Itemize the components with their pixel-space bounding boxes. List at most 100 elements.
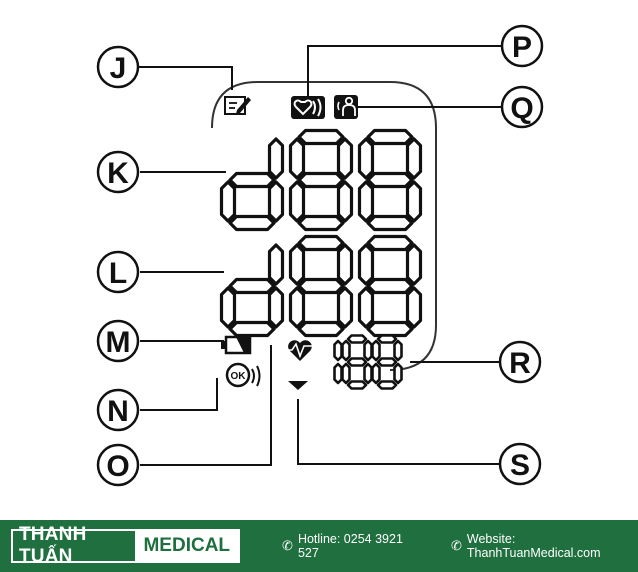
callout-label: O bbox=[106, 450, 129, 483]
segment-d bbox=[366, 214, 414, 232]
segment-d bbox=[346, 380, 368, 390]
segment-a bbox=[376, 334, 398, 344]
leader-j bbox=[138, 66, 233, 90]
digit bbox=[219, 137, 285, 232]
callout-label: P bbox=[512, 31, 532, 64]
website-text: Website: ThanhTuanMedical.com bbox=[466, 532, 601, 560]
segment-g bbox=[297, 277, 345, 295]
pulse-heart-icon bbox=[284, 340, 316, 361]
digit bbox=[371, 334, 403, 390]
segment-c bbox=[336, 286, 354, 329]
memo-icon bbox=[224, 96, 251, 115]
digit bbox=[333, 339, 343, 385]
segment-c bbox=[405, 180, 423, 223]
digit bbox=[357, 128, 423, 232]
segment-b bbox=[393, 339, 403, 362]
digit bbox=[357, 234, 423, 338]
cuff-wrap-ok-icon: OK bbox=[225, 362, 261, 388]
segment-e bbox=[357, 180, 375, 223]
brand-name: THANH TUẤN bbox=[13, 524, 136, 567]
segment-f bbox=[288, 137, 306, 180]
callout-label: R bbox=[509, 347, 531, 380]
segment-g bbox=[228, 171, 276, 189]
segment-g bbox=[346, 357, 368, 367]
segment-a bbox=[366, 128, 414, 146]
segment-f bbox=[371, 339, 381, 362]
lcd-diagram: J K L M N O P Q R S bbox=[96, 24, 544, 487]
segment-b bbox=[405, 137, 423, 180]
segment-e bbox=[341, 362, 351, 385]
phone-icon: ✆ bbox=[282, 538, 293, 553]
segment-d bbox=[376, 380, 398, 390]
systolic-display bbox=[219, 128, 423, 232]
irregular-heartbeat-icon bbox=[291, 96, 325, 119]
segment-c bbox=[267, 286, 285, 329]
diastolic-display bbox=[219, 234, 423, 338]
segment-e bbox=[288, 180, 306, 223]
segment-a bbox=[346, 334, 368, 344]
segment-b bbox=[336, 137, 354, 180]
segment-d bbox=[228, 214, 276, 232]
callout-label: L bbox=[109, 257, 127, 290]
segment-d bbox=[297, 214, 345, 232]
callout-label: S bbox=[510, 449, 530, 482]
callout-r: R bbox=[498, 340, 542, 384]
segment-g bbox=[376, 357, 398, 367]
segment-e bbox=[219, 180, 237, 223]
segment-c bbox=[267, 180, 285, 223]
hotline-text: Hotline: 0254 3921 527 bbox=[297, 532, 403, 560]
callout-label: Q bbox=[510, 92, 533, 125]
callout-l: L bbox=[96, 250, 140, 294]
body-movement-icon bbox=[334, 95, 358, 119]
segment-g bbox=[228, 277, 276, 295]
segment-b bbox=[336, 243, 354, 286]
segment-b bbox=[267, 243, 285, 286]
level-marker-icon bbox=[288, 381, 308, 390]
segment-f bbox=[357, 243, 375, 286]
segment-b bbox=[333, 339, 343, 362]
digit bbox=[219, 243, 285, 338]
globe-icon: ✆ bbox=[451, 538, 462, 553]
segment-f bbox=[357, 137, 375, 180]
hotline-contact: ✆ Hotline: 0254 3921 527 bbox=[282, 532, 417, 560]
callout-label: N bbox=[107, 395, 129, 428]
segment-a bbox=[366, 234, 414, 252]
callout-label: M bbox=[106, 326, 131, 359]
lcd-panel-outline bbox=[211, 81, 437, 371]
callout-label: K bbox=[107, 157, 129, 190]
digit bbox=[341, 334, 373, 390]
segment-b bbox=[363, 339, 373, 362]
digit bbox=[288, 234, 354, 338]
website-contact: ✆ Website: ThanhTuanMedical.com bbox=[451, 532, 638, 560]
callout-label: J bbox=[110, 52, 127, 85]
footer-bar: THANH TUẤN MEDICAL ✆ Hotline: 0254 3921 … bbox=[0, 520, 638, 572]
digit bbox=[288, 128, 354, 232]
brand-suffix: MEDICAL bbox=[135, 531, 239, 561]
segment-e bbox=[219, 286, 237, 329]
segment-g bbox=[366, 277, 414, 295]
segment-a bbox=[297, 128, 345, 146]
segment-b bbox=[267, 137, 285, 180]
segment-e bbox=[288, 286, 306, 329]
callout-k: K bbox=[96, 150, 140, 194]
callout-m: M bbox=[96, 319, 140, 363]
segment-g bbox=[297, 171, 345, 189]
leader-p bbox=[307, 45, 508, 96]
segment-b bbox=[405, 243, 423, 286]
callout-p: P bbox=[500, 24, 544, 68]
segment-c bbox=[363, 362, 373, 385]
callout-s: S bbox=[498, 442, 542, 486]
segment-d bbox=[297, 320, 345, 338]
brand-logo: THANH TUẤN MEDICAL bbox=[11, 524, 241, 567]
callout-j: J bbox=[96, 45, 140, 89]
segment-e bbox=[357, 286, 375, 329]
pulse-display bbox=[333, 334, 403, 390]
leader-n bbox=[140, 378, 218, 411]
segment-a bbox=[297, 234, 345, 252]
callout-q: Q bbox=[500, 85, 544, 129]
callout-n: N bbox=[96, 388, 140, 432]
leader-o bbox=[140, 345, 272, 466]
segment-c bbox=[393, 362, 403, 385]
svg-text:OK: OK bbox=[231, 371, 247, 382]
segment-g bbox=[366, 171, 414, 189]
